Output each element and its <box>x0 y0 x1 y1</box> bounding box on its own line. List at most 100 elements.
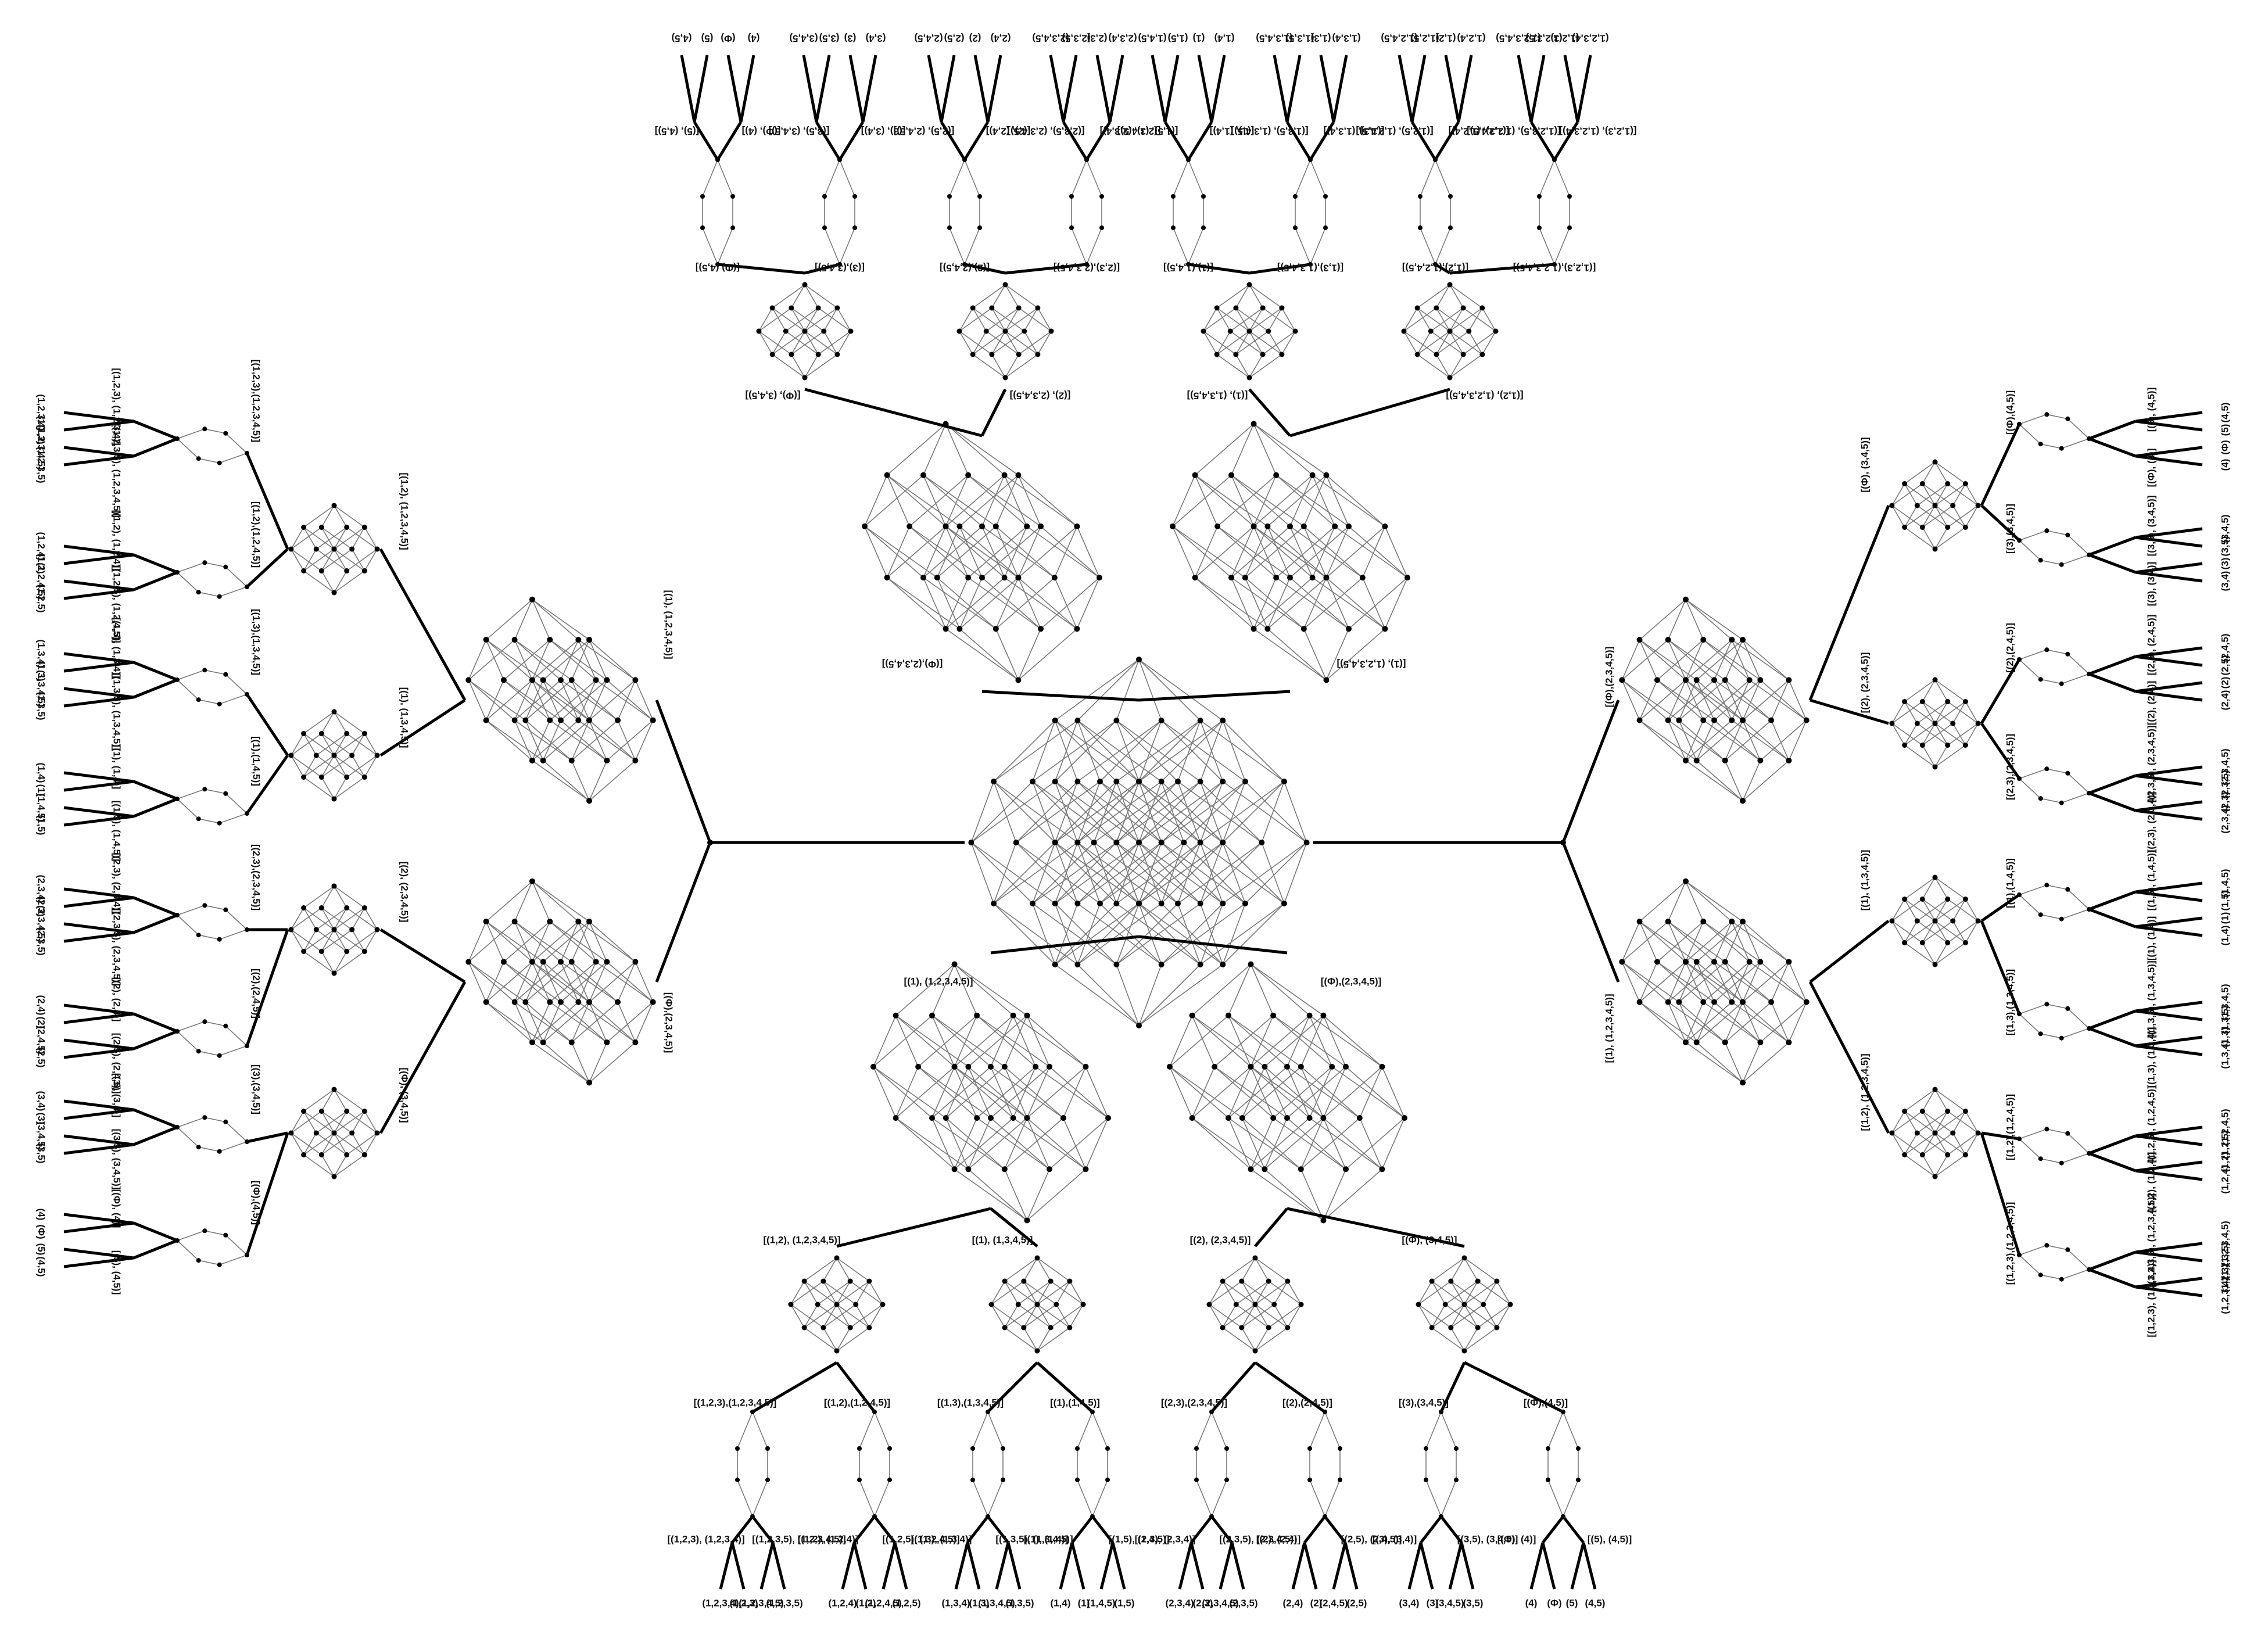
central-lattice-edge <box>1116 964 1140 1026</box>
bottom-cube-lattice-edge <box>1418 1281 1432 1305</box>
right-upper-lattice-vertex <box>1740 798 1746 804</box>
top-ladder-vertex <box>1448 225 1453 230</box>
left-cube-lattice-edge <box>291 1111 304 1134</box>
bottom-cube-lattice-vertex <box>1461 1348 1467 1354</box>
right-cube-lattice-edge <box>1891 898 1923 922</box>
left-cube-lattice-edge <box>316 733 347 756</box>
branch-link <box>63 687 134 699</box>
node-label: (3) <box>844 33 857 44</box>
top-right-lattice-edge <box>1231 475 1305 527</box>
bottom-cube-lattice-vertex <box>1298 1302 1304 1307</box>
branch-link <box>1188 263 1250 275</box>
branch-link <box>133 1108 178 1129</box>
right-cube-lattice-vertex <box>1919 1109 1925 1114</box>
right-ladder-vertex <box>2038 796 2043 801</box>
right-cube-lattice-vertex <box>1950 503 1956 508</box>
central-lattice-edge <box>993 720 1078 782</box>
top-cube-lattice-vertex <box>789 352 794 357</box>
right-lower-lattice-edge <box>1725 961 1772 1003</box>
branch-link <box>861 55 877 123</box>
left-cube-lattice-edge <box>334 1089 347 1112</box>
left-cube-lattice-vertex <box>301 1109 307 1114</box>
left-cube-lattice-edge <box>303 908 317 930</box>
left-upper-lattice-vertex <box>650 717 656 723</box>
bottom-cube-lattice-edge <box>1222 1304 1256 1328</box>
central-lattice-vertex <box>1220 962 1226 967</box>
top-cube-lattice-edge <box>1235 307 1269 332</box>
left-cube-lattice-edge <box>316 1110 347 1134</box>
bottom-ladder-edge <box>1425 1411 1442 1449</box>
top-cube-lattice-vertex <box>1447 282 1453 288</box>
branch-link <box>2135 890 2203 902</box>
central-lattice-edge <box>1138 720 1223 782</box>
left-upper-lattice-vertex <box>632 757 639 763</box>
node-label: [(1,2,3),(1,2,3,4,5)] <box>694 1397 777 1408</box>
top-right-lattice-edge <box>1289 526 1349 578</box>
bottom-left-lattice-edge <box>954 963 1014 1016</box>
bottom-cube-lattice-edge <box>1255 1257 1269 1282</box>
branch-link <box>245 693 289 757</box>
top-cube-lattice-edge <box>991 331 1006 355</box>
branch-link <box>1138 935 1288 955</box>
right-cube-lattice-edge <box>1934 1089 1948 1112</box>
right-lower-lattice-edge <box>1714 962 1733 1002</box>
left-cube-lattice-edge <box>291 527 304 550</box>
node-label: [(1,3), (1,3,4)] <box>112 618 123 679</box>
node-label: (1,5) <box>36 815 47 836</box>
node-label: [(1,2,3), (1,2,3,4)] <box>1559 126 1636 137</box>
left-lower-lattice-vertex <box>558 999 564 1005</box>
node-label: [(1,5), (1,4,5)] <box>112 801 123 862</box>
bottom-ladder-edge <box>1309 1411 1325 1449</box>
node-label: (3,4,5) <box>1435 1597 1464 1608</box>
bottom-right-lattice-edge <box>1228 1117 1302 1170</box>
left-upper-lattice-vertex <box>586 798 593 804</box>
top-ladder-edge <box>717 159 733 197</box>
right-cube-lattice-vertex <box>1975 1130 1981 1136</box>
right-upper-lattice-edge <box>1657 679 1704 721</box>
node-label: [(1,3),(1,3,4,5)] <box>251 609 262 675</box>
left-ladder-vertex <box>217 937 222 942</box>
left-upper-lattice-edge <box>486 719 544 761</box>
left-cube-lattice-edge <box>346 1132 378 1156</box>
right-cube-lattice-edge <box>1952 1132 1966 1155</box>
top-ladder-vertex <box>730 194 735 199</box>
bottom-right-lattice-vertex <box>1320 1217 1327 1224</box>
right-cube-lattice-edge <box>1904 899 1918 922</box>
top-ladder-vertex <box>700 225 705 230</box>
right-cube-lattice-edge <box>1952 899 1966 922</box>
right-upper-lattice-edge <box>1685 720 1704 761</box>
node-label: [(2,5), (2,4,5)] <box>1341 1533 1402 1544</box>
bottom-left-lattice-edge <box>976 1015 1050 1067</box>
bottom-right-lattice-edge <box>1251 1168 1324 1221</box>
top-left-lattice-vertex <box>1015 677 1022 683</box>
left-upper-lattice-edge <box>486 599 533 640</box>
branch-link <box>1332 55 1348 123</box>
top-right-lattice-edge <box>1195 577 1255 629</box>
bottom-cube-lattice-edge <box>804 1304 837 1328</box>
left-upper-lattice-edge <box>486 720 533 761</box>
central-lattice-edge <box>993 842 1056 904</box>
bottom-left-lattice-edge <box>968 1066 991 1118</box>
branch-link <box>133 420 178 440</box>
right-ladder-vertex <box>2065 532 2070 537</box>
top-cube-lattice-edge <box>1262 307 1296 332</box>
bottom-left-lattice-vertex <box>974 1115 980 1121</box>
left-lower-lattice-edge <box>468 962 487 1002</box>
right-lower-lattice-edge <box>1685 881 1743 922</box>
left-lower-lattice-edge <box>468 921 515 962</box>
top-cube-lattice-edge <box>804 331 838 355</box>
bottom-left-lattice-edge <box>931 1015 955 1067</box>
node-label: [(2), (2,4)] <box>986 126 1031 137</box>
top-cube-lattice-vertex <box>1460 305 1466 311</box>
right-upper-lattice-edge <box>1639 639 1697 681</box>
branch-link <box>751 1361 838 1414</box>
node-label: [(1), (1,2,3,4,5)] <box>1603 994 1614 1063</box>
branch-link <box>966 1542 981 1590</box>
left-ladder-edge <box>219 929 248 940</box>
branch-link <box>1561 700 1620 843</box>
left-lower-lattice-edge <box>549 1001 607 1043</box>
node-label: [(1,2,3),(1,2,3,4,5)] <box>251 360 262 443</box>
right-cube-lattice-edge <box>1904 1110 1936 1134</box>
node-label: [(1,5), (1,4,5)] <box>1117 126 1178 137</box>
bottom-cube-lattice-vertex <box>1034 1302 1040 1307</box>
